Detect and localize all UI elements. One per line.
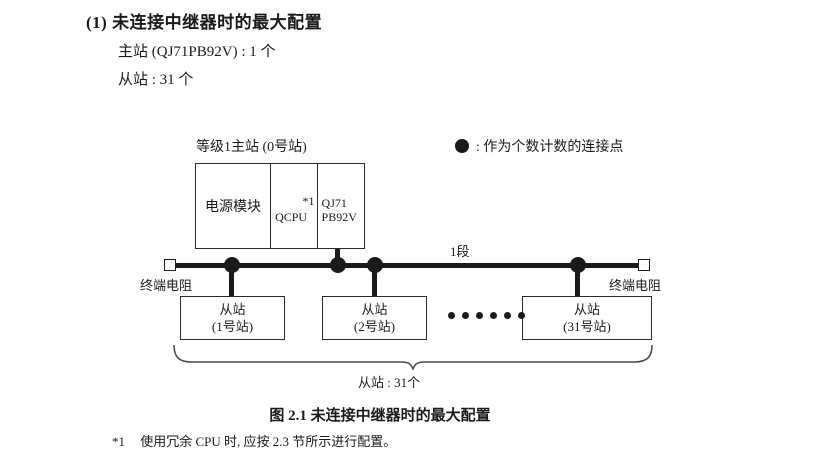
slave-station-box: 从站 (1号站) bbox=[180, 296, 285, 340]
master-module-cell: QJ71 PB92V bbox=[318, 164, 364, 248]
slave-station-number: (1号站) bbox=[211, 319, 254, 334]
connection-point-dot-icon bbox=[455, 139, 469, 153]
slave-group-brace-label: 从站 : 31个 bbox=[358, 375, 421, 390]
slave-station-count-text: 从站 : 31 个 bbox=[118, 72, 194, 88]
connection-point-dot-icon bbox=[367, 257, 383, 273]
terminating-resistor-left-icon bbox=[164, 259, 176, 271]
connection-point-dot-icon bbox=[330, 257, 346, 273]
slave-stations-ellipsis bbox=[448, 312, 525, 319]
slave-station-name: 从站 bbox=[219, 301, 246, 317]
footnote-text: 使用冗余 CPU 时, 应按 2.3 节所示进行配置。 bbox=[140, 434, 397, 449]
terminating-resistor-left-label: 终端电阻 bbox=[140, 278, 193, 293]
segment-label: 1段 bbox=[450, 244, 470, 259]
slave-station-name: 从站 bbox=[573, 301, 600, 317]
slave-2-drop-line bbox=[372, 266, 377, 296]
cpu-module-cell: QCPU *1 bbox=[271, 164, 318, 248]
power-module-cell: 电源模块 bbox=[196, 164, 272, 248]
cpu-module-label: QCPU bbox=[275, 210, 308, 224]
slave-station-box: 从站 (2号站) bbox=[322, 296, 427, 340]
connection-point-dot-icon bbox=[570, 257, 586, 273]
terminating-resistor-right-icon bbox=[638, 259, 650, 271]
slave-31-drop-line bbox=[575, 266, 580, 296]
master-station-count-text: 主站 (QJ71PB92V) : 1 个 bbox=[118, 44, 276, 60]
footnote-marker: *1 bbox=[112, 434, 125, 449]
legend: : 作为个数计数的连接点 bbox=[455, 136, 623, 156]
connection-point-dot-icon bbox=[224, 257, 240, 273]
slave-station-number: (2号站) bbox=[353, 319, 396, 334]
slave-1-drop-line bbox=[229, 266, 234, 296]
footnote: *1 使用冗余 CPU 时, 应按 2.3 节所示进行配置。 bbox=[112, 431, 396, 450]
ellipsis-dot-icon bbox=[462, 312, 469, 319]
power-module-label: 电源模块 bbox=[205, 200, 262, 215]
ellipsis-dot-icon bbox=[448, 312, 455, 319]
ellipsis-dot-icon bbox=[490, 312, 497, 319]
legend-label: : 作为个数计数的连接点 bbox=[476, 140, 624, 155]
master-module-label-line2: PB92V bbox=[321, 210, 357, 225]
section-heading: (1) 未连接中继器时的最大配置 bbox=[86, 13, 323, 32]
ellipsis-dot-icon bbox=[476, 312, 483, 319]
figure-caption: 图 2.1 未连接中继器时的最大配置 bbox=[269, 408, 491, 424]
master-station-label: 等级1主站 (0号站) bbox=[196, 140, 307, 155]
master-module-label-line1: QJ71 bbox=[321, 196, 347, 210]
slave-group-brace bbox=[173, 344, 653, 370]
ellipsis-dot-icon bbox=[504, 312, 511, 319]
master-rack: 电源模块 QCPU *1 QJ71 PB92V bbox=[195, 163, 365, 249]
terminating-resistor-right-label: 终端电阻 bbox=[609, 278, 662, 293]
slave-station-box: 从站 (31号站) bbox=[522, 296, 652, 340]
slave-station-number: (31号站) bbox=[563, 319, 611, 334]
cpu-module-footnote-marker: *1 bbox=[302, 194, 315, 208]
trunk-bus-line bbox=[176, 263, 642, 268]
slave-station-name: 从站 bbox=[361, 301, 388, 317]
ellipsis-dot-icon bbox=[518, 312, 525, 319]
